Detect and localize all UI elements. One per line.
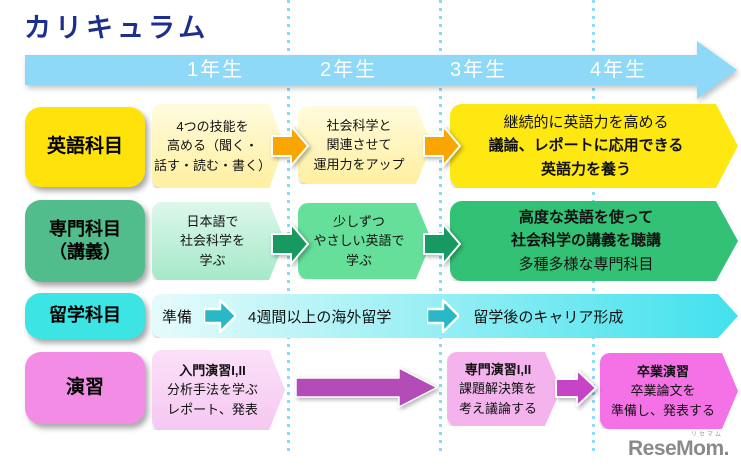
lecture-year1-box: 日本語で 社会科学を 学ぶ: [152, 202, 285, 280]
flow-arrow-icon: [427, 298, 459, 334]
english-year2-box: 社会科学と 関連させて 運用力をアップ: [298, 106, 432, 184]
flow-arrow-icon: [271, 223, 309, 265]
year-label-3: 3年生: [450, 59, 508, 81]
grid-dotted-line: [439, 0, 442, 454]
lecture-year34-box: 高度な英語を使って 社会科学の講義を聴講 多種多様な専門科目: [450, 201, 738, 281]
abroad-step-overseas: 4週間以上の海外留学: [248, 308, 392, 326]
english-year1-box: 4つの技能を 高める（聞く・ 話す・読む・書く）: [152, 104, 285, 188]
long-flow-arrow-icon: [295, 367, 438, 408]
lecture-year2-box: 少しずつ やさしい英語で 学ぶ: [298, 203, 432, 279]
flow-arrow-icon: [555, 369, 597, 407]
abroad-step-prepare: 準備: [162, 308, 193, 326]
flow-arrow-icon: [271, 125, 309, 167]
logo-text: ReseMom.: [627, 437, 730, 460]
timeline-arrow: 1年生 2年生 3年生 4年生: [25, 41, 737, 99]
logo-ruby-text: リセマム: [690, 432, 723, 438]
year-label-2: 2年生: [320, 59, 378, 81]
row-label-abroad: 留学科目: [25, 293, 145, 339]
abroad-timeline-bar: 準備 4週間以上の海外留学 留学後のキャリア形成: [152, 294, 738, 338]
row-label-seminar: 演習: [25, 352, 145, 424]
abroad-step-career: 留学後のキャリア形成: [473, 308, 624, 326]
flow-arrow-icon: [423, 223, 461, 265]
flow-arrow-icon: [423, 125, 461, 167]
resemom-logo: リセマム ReseMom.: [627, 429, 730, 461]
row-label-english: 英語科目: [25, 107, 145, 187]
flow-arrow-icon: [204, 298, 236, 334]
seminar-year4-box: 卒業演習 卒業論文を 準備し、発表する: [600, 353, 738, 429]
grid-dotted-line: [287, 0, 290, 454]
year-label-4: 4年生: [590, 59, 648, 81]
seminar-year3-box: 専門演習I,II 課題解決策を 考え議論する: [447, 352, 561, 426]
row-label-lecture: 専門科目 （講義）: [25, 200, 145, 282]
seminar-year1-box: 入門演習I,II 分析手法を学ぶ レポート、発表: [152, 350, 285, 430]
year-label-1: 1年生: [187, 59, 245, 81]
page-title: カリキュラム: [24, 13, 210, 43]
english-year34-box: 継続的に英語力を高める 議論、レポートに応用できる 英語力を養う: [450, 104, 738, 188]
